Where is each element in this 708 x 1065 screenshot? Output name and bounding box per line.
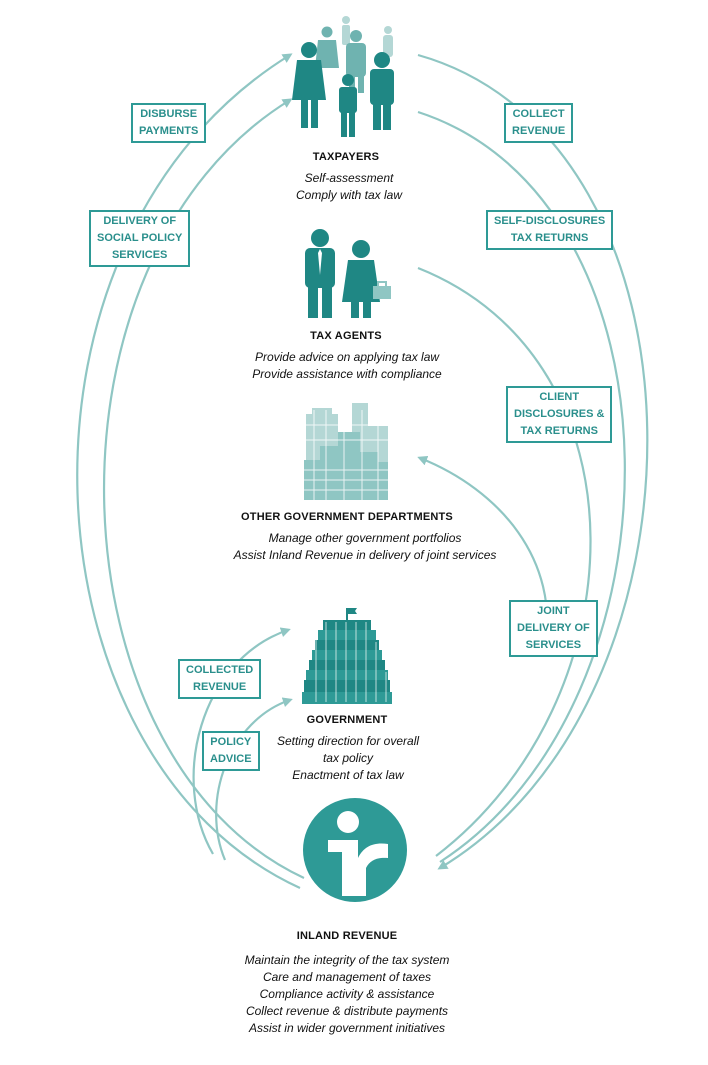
collect-revenue-label: COLLECT REVENUE bbox=[504, 103, 574, 143]
business-people-icon bbox=[305, 229, 391, 318]
social-policy-label: DELIVERY OF SOCIAL POLICY SERVICES bbox=[89, 210, 191, 267]
desc-line: Maintain the integrity of the tax system bbox=[244, 953, 450, 967]
arrow-self-disclosures bbox=[417, 110, 626, 863]
beehive-building-icon bbox=[302, 608, 392, 704]
other-departments-title: OTHER GOVERNMENT DEPARTMENTS bbox=[241, 511, 453, 523]
label-line: TAX RETURNS bbox=[510, 232, 589, 244]
label-line: REVENUE bbox=[512, 125, 566, 137]
desc-line: Provide advice on applying tax law bbox=[254, 350, 440, 364]
tax-agents-description: Provide advice on applying tax law Provi… bbox=[252, 349, 441, 383]
desc-line: Collect revenue & distribute payments bbox=[245, 1004, 449, 1018]
city-buildings-icon bbox=[304, 403, 390, 500]
other-departments-description: Manage other government portfolios Assis… bbox=[234, 530, 497, 564]
label-line: SERVICES bbox=[111, 249, 168, 261]
label-line: REVENUE bbox=[193, 681, 247, 693]
taxpayers-title: TAXPAYERS bbox=[312, 151, 380, 163]
label-line: DELIVERY OF bbox=[103, 215, 177, 227]
label-line: SOCIAL POLICY bbox=[97, 232, 183, 244]
desc-line: Self-assessment bbox=[304, 171, 394, 185]
label-line: COLLECTED bbox=[186, 664, 254, 676]
disburse-payments-label: DISBURSE PAYMENTS bbox=[131, 103, 207, 143]
arrow-client-disclosures bbox=[417, 266, 592, 857]
ir-logo-icon bbox=[303, 798, 407, 902]
client-disclosures-label: CLIENT DISCLOSURES & TAX RETURNS bbox=[506, 386, 613, 443]
desc-line: Compliance activity & assistance bbox=[259, 987, 435, 1001]
label-line: JOINT bbox=[537, 605, 570, 617]
desc-line: Comply with tax law bbox=[295, 188, 403, 202]
government-title: GOVERNMENT bbox=[306, 714, 388, 726]
joint-delivery-label: JOINT DELIVERY OF SERVICES bbox=[509, 600, 598, 657]
label-line: CLIENT bbox=[539, 391, 580, 403]
label-line: SELF-DISCLOSURES bbox=[494, 215, 606, 227]
desc-line: Enactment of tax law bbox=[292, 768, 404, 782]
inland-revenue-title: INLAND REVENUE bbox=[296, 930, 398, 942]
label-line: TAX RETURNS bbox=[520, 425, 598, 437]
label-line: DELIVERY OF bbox=[517, 622, 590, 634]
self-disclosures-label: SELF-DISCLOSURES TAX RETURNS bbox=[486, 210, 614, 250]
label-line: DISBURSE bbox=[140, 108, 198, 120]
collected-revenue-label: COLLECTED REVENUE bbox=[178, 659, 262, 699]
label-line: PAYMENTS bbox=[139, 125, 199, 137]
desc-line: Care and management of taxes bbox=[262, 970, 432, 984]
desc-line: Manage other government portfolios bbox=[268, 531, 462, 545]
label-line: DISCLOSURES & bbox=[514, 408, 605, 420]
policy-advice-label: POLICY ADVICE bbox=[202, 731, 260, 771]
label-line: SERVICES bbox=[525, 639, 582, 651]
label-line: ADVICE bbox=[210, 753, 252, 765]
people-group-icon bbox=[292, 16, 394, 137]
arrow-social-policy bbox=[102, 98, 305, 879]
desc-line: tax policy bbox=[322, 751, 374, 765]
desc-line: Provide assistance with compliance bbox=[252, 367, 442, 381]
desc-line: Assist Inland Revenue in delivery of joi… bbox=[233, 548, 497, 562]
label-line: COLLECT bbox=[512, 108, 565, 120]
desc-line: Setting direction for overall bbox=[276, 734, 420, 748]
label-line: POLICY bbox=[210, 736, 252, 748]
arrow-disburse-payments bbox=[76, 53, 301, 889]
tax-agents-title: TAX AGENTS bbox=[310, 330, 382, 342]
government-description: Setting direction for overall tax policy… bbox=[277, 733, 419, 784]
arrow-collected-revenue bbox=[192, 627, 291, 855]
inland-revenue-description: Maintain the integrity of the tax system… bbox=[245, 952, 450, 1037]
desc-line: Assist in wider government initiatives bbox=[248, 1021, 446, 1035]
taxpayers-description: Self-assessment Comply with tax law bbox=[296, 170, 402, 204]
